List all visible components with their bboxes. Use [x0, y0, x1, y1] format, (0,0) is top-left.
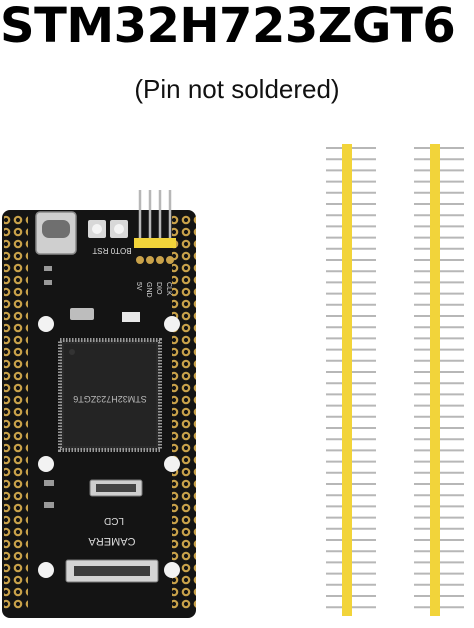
left-pin-holes-outer: [4, 214, 16, 610]
swd-header: [134, 190, 176, 264]
svg-text:CLK: CLK: [165, 282, 172, 296]
header-plastic: [430, 144, 440, 616]
white-component: [122, 312, 140, 322]
pin-header-strip-2: [404, 140, 464, 620]
mcu-chip: [64, 344, 156, 446]
board-illustration: BOT0 RST 5V GND DIO CLK STM32H723ZG: [2, 190, 196, 618]
camera-label: CAMERA: [88, 535, 136, 547]
pin-header-strip-1: [316, 140, 376, 620]
mounting-hole: [38, 562, 54, 578]
boot-rst-label: BOT0 RST: [92, 246, 131, 255]
stm32-development-board: BOT0 RST 5V GND DIO CLK STM32H723ZG: [0, 190, 200, 620]
mounting-hole: [164, 316, 180, 332]
mounting-hole: [164, 456, 180, 472]
product-subtitle: (Pin not soldered): [134, 74, 340, 104]
svg-text:DIO: DIO: [155, 282, 162, 295]
right-pin-holes-outer: [184, 214, 196, 610]
mounting-hole: [164, 562, 180, 578]
mounting-hole: [38, 456, 54, 472]
usb-c-port: [42, 220, 70, 238]
svg-text:5V: 5V: [135, 282, 142, 291]
swd-pin-labels: 5V GND DIO CLK: [135, 282, 172, 298]
left-pin-holes-inner: [16, 214, 28, 610]
mounting-hole: [38, 316, 54, 332]
product-title: STM32H723ZGT6: [0, 0, 456, 54]
right-pin-holes-inner: [172, 214, 184, 610]
svg-text:GND: GND: [145, 282, 152, 298]
chip-marking: STM32H723ZGT6: [73, 394, 147, 404]
lcd-label: LCD: [104, 515, 124, 526]
crystal: [70, 308, 94, 320]
header-plastic: [342, 144, 352, 616]
